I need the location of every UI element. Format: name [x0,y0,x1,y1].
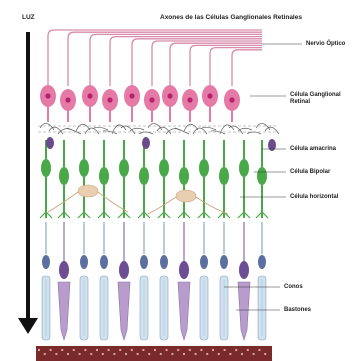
ganglion-axon [232,50,262,86]
ganglion-nucleus [207,93,212,98]
bipolar-cell [79,159,89,177]
bipolar-cell [59,167,69,185]
ganglion-cell-label: Célula Ganglional Retinal [290,92,350,106]
amacrine-cell [142,137,150,149]
ganglion-nucleus [45,93,50,98]
bipolar-cell [139,167,149,185]
horizontal-cell [176,190,196,202]
bipolar-cell [179,167,189,185]
bipolar-cell [199,159,209,177]
ganglion-nucleus [149,97,154,102]
ganglion-nucleus [129,93,134,98]
ganglion-axon [190,45,262,86]
cone-nucleus [179,261,189,279]
bipolar-cell [119,159,129,177]
bipolar-cell [257,167,267,185]
rod-nucleus [80,255,88,269]
photoreceptor-layer [42,222,266,340]
cones-label: Conos [284,284,303,291]
cone-nucleus [59,261,69,279]
ganglion-axon [210,48,262,86]
rod-nucleus [160,255,168,269]
ganglion-nucleus [229,97,234,102]
rod-nucleus [100,255,108,269]
rod-nucleus [42,255,50,269]
rod-nucleus [200,255,208,269]
ganglion-nucleus [187,97,192,102]
cone-nucleus [239,261,249,279]
optic-nerve-label: Nervio Óptico [306,41,345,48]
cone-cell [58,282,70,340]
bipolar-cell [219,167,229,185]
amacrine-cell-group [46,137,276,151]
ganglion-nucleus [107,97,112,102]
cone-cell [238,282,250,340]
bipolar-cell-label: Célula Bipolar [290,169,330,176]
amacrine-cell-label: Célula amacrina [290,146,336,153]
rod-nucleus [258,255,266,269]
rod-nucleus [140,255,148,269]
axons-label: Axones de las Células Ganglionales Retin… [160,14,302,21]
bipolar-cell [99,167,109,185]
rods-label: Bastones [284,307,311,314]
light-label: LUZ [22,14,35,21]
cone-cell [118,282,130,340]
horizontal-cell-label: Célula horizontal [290,194,338,201]
amacrine-cell [46,137,54,149]
ganglion-axon [68,32,262,86]
cone-cell [178,282,190,340]
ganglion-nucleus [87,93,92,98]
horizontal-cell-group [48,185,228,214]
ganglion-axon [110,37,262,86]
bipolar-cell-layer [40,140,268,218]
pigment-epithelium [36,346,272,361]
ganglion-cell-layer [40,85,240,122]
horizontal-cell [78,185,98,197]
inner-plexiform-network [38,123,279,134]
bipolar-cell [239,159,249,177]
bipolar-cell [41,159,51,177]
ganglion-nucleus [65,97,70,102]
ganglion-nucleus [167,93,172,98]
cone-nucleus [119,261,129,279]
ganglion-axon [90,34,262,86]
rod-nucleus [220,255,228,269]
light-arrow-icon [18,32,38,334]
ganglion-axons [48,30,262,86]
bipolar-cell [159,159,169,177]
